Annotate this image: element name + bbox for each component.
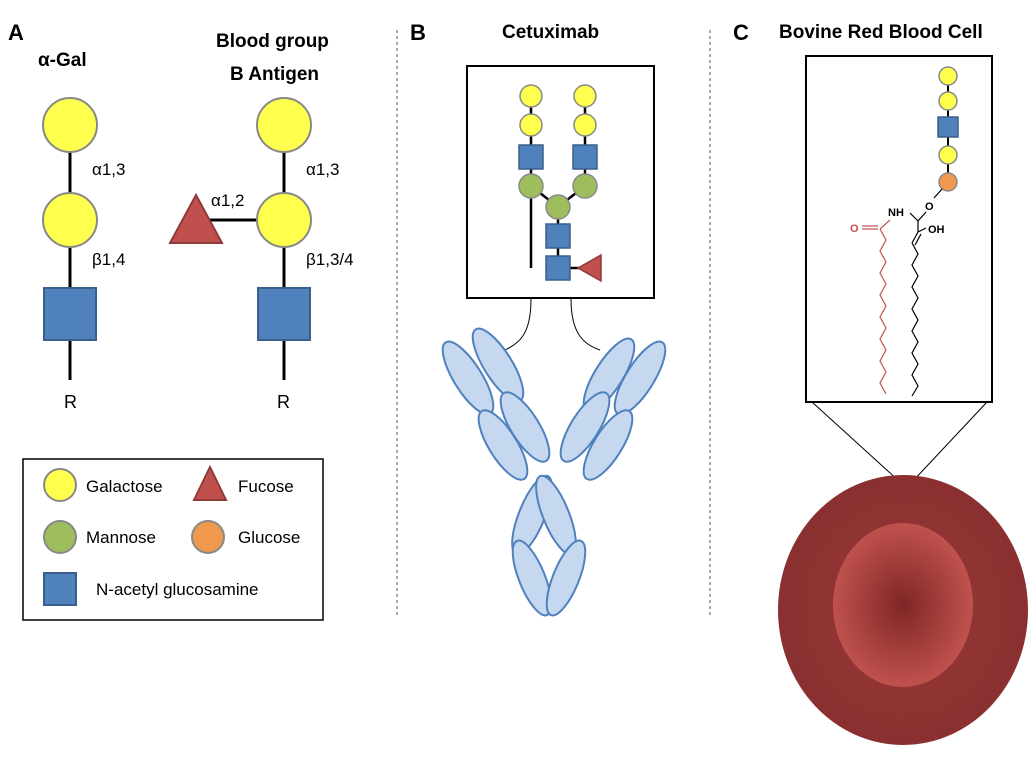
glcnac-icon: [518, 144, 544, 170]
legend-mannose: Mannose: [86, 528, 156, 547]
legend-box: Galactose Fucose Mannose Glucose N-acety…: [22, 458, 324, 621]
antibody-illustration: [441, 327, 667, 617]
alpha-gal-link-bottom: β1,4: [92, 250, 125, 269]
mannose-legend-icon: [43, 520, 77, 554]
glcnac-legend-icon: [43, 572, 77, 606]
galactose-icon: [519, 113, 543, 137]
galactose-legend-icon: [43, 468, 77, 502]
galactose-icon: [42, 192, 98, 248]
o-link-label: O: [925, 201, 934, 213]
legend-glucose: Glucose: [238, 528, 300, 547]
rbc-title: Bovine Red Blood Cell: [779, 22, 983, 43]
galactose-icon: [938, 66, 958, 86]
oh-label: OH: [928, 224, 945, 236]
fatty-acid-chain: [879, 228, 887, 395]
mannose-icon: [572, 173, 598, 199]
glucose-icon: [938, 172, 958, 192]
carbonyl-o-label: O: [850, 223, 859, 235]
panel-a-letter: A: [8, 20, 24, 45]
panel-c-letter: C: [733, 20, 749, 45]
alpha-gal-structure: α-Gal α1,3 β1,4 R: [38, 50, 125, 412]
mannose-icon: [545, 194, 571, 220]
galactose-icon: [938, 91, 958, 111]
sphingosine-chain: [911, 242, 919, 397]
fucose-icon: [168, 192, 224, 244]
galactose-icon: [573, 84, 597, 108]
blood-group-b-structure: Blood group B Antigen α1,3 α1,2 β1,3/4 R: [168, 31, 354, 412]
blood-group-title-2: B Antigen: [230, 64, 319, 85]
galactose-icon: [938, 145, 958, 165]
legend-galactose: Galactose: [86, 477, 163, 496]
cetuximab-glycan-box: [466, 65, 655, 299]
galactose-icon: [42, 97, 98, 153]
nh-label: NH: [888, 207, 904, 219]
blood-group-title-1: Blood group: [216, 31, 329, 52]
panel-b-letter: B: [410, 20, 426, 45]
galactose-icon: [256, 192, 312, 248]
fucose-legend-icon: [192, 464, 228, 501]
glcnac-icon: [937, 116, 959, 138]
glycolipid-box: O NH OH O: [805, 55, 993, 403]
glcnac-icon: [257, 287, 311, 341]
alpha-gal-link-top: α1,3: [92, 160, 125, 179]
blood-group-link-bottom: β1,3/4: [306, 250, 354, 269]
blood-group-r-label: R: [277, 392, 290, 412]
alpha-gal-title: α-Gal: [38, 50, 87, 71]
fucose-icon: [576, 253, 602, 283]
galactose-icon: [573, 113, 597, 137]
legend-fucose: Fucose: [238, 477, 294, 496]
rbc-connector-left: [811, 401, 901, 483]
blood-group-link-top: α1,3: [306, 160, 339, 179]
legend-glcnac: N-acetyl glucosamine: [96, 580, 259, 599]
galactose-icon: [256, 97, 312, 153]
red-blood-cell: [778, 475, 1028, 745]
glcnac-icon: [545, 255, 571, 281]
glucose-legend-icon: [191, 520, 225, 554]
rbc-connector-right: [911, 401, 988, 483]
galactose-icon: [519, 84, 543, 108]
alpha-gal-r-label: R: [64, 392, 77, 412]
cetuximab-title: Cetuximab: [502, 22, 599, 43]
blood-group-link-side: α1,2: [211, 191, 244, 210]
glcnac-icon: [545, 223, 571, 249]
glcnac-icon: [43, 287, 97, 341]
glcnac-icon: [572, 144, 598, 170]
antibody-connector-right: [570, 298, 601, 351]
mannose-icon: [518, 173, 544, 199]
